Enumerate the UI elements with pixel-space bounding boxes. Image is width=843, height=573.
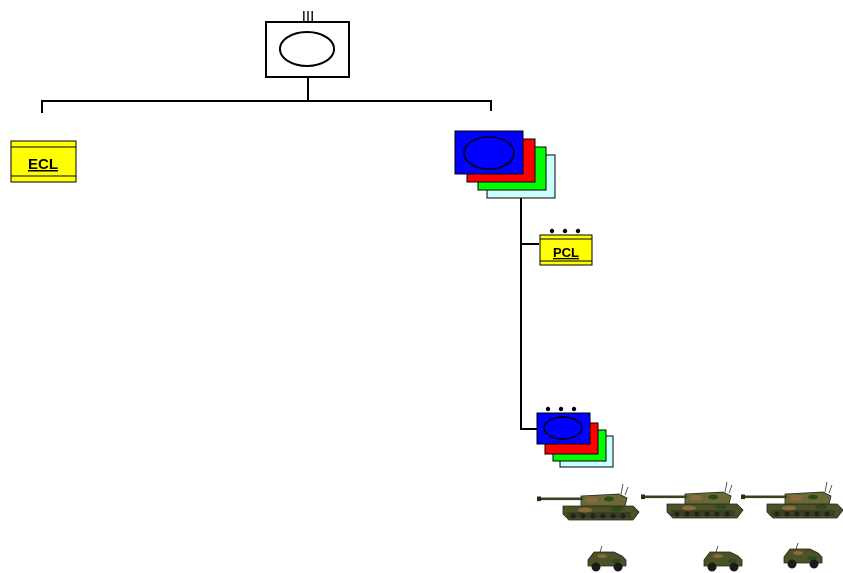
tank-row [536,481,843,521]
tank-icon[interactable] [640,481,744,519]
armored-car-icon[interactable] [783,542,823,569]
armored-car-icon[interactable] [587,545,627,572]
pcl-box [539,234,593,266]
regiment-hq-symbol[interactable]: III [265,8,350,78]
pcl-label: PCL [553,245,579,260]
armor-oval-icon [279,31,335,67]
regiment-echelon-marks: III [302,8,315,25]
pcl-unit[interactable]: PCL [539,228,593,266]
pcl-echelon-dots [549,228,581,234]
ecl-unit[interactable]: ECL [10,140,77,183]
armor-oval-icon [463,136,515,170]
platoon-stack[interactable] [536,406,614,468]
connector-lines [41,77,539,430]
ecl-box [10,140,77,183]
ecl-label: ECL [28,156,58,173]
regiment-hq-frame [265,21,350,78]
squadron-card-1 [454,130,524,175]
squadron-stack[interactable] [454,130,556,199]
tank-icon[interactable] [740,481,843,519]
tank-icon[interactable] [536,483,640,521]
armor-oval-icon [543,416,583,440]
armored-car-icon[interactable] [703,545,743,572]
light-vehicle-row [587,542,823,572]
platoon-echelon-dots [545,406,577,412]
